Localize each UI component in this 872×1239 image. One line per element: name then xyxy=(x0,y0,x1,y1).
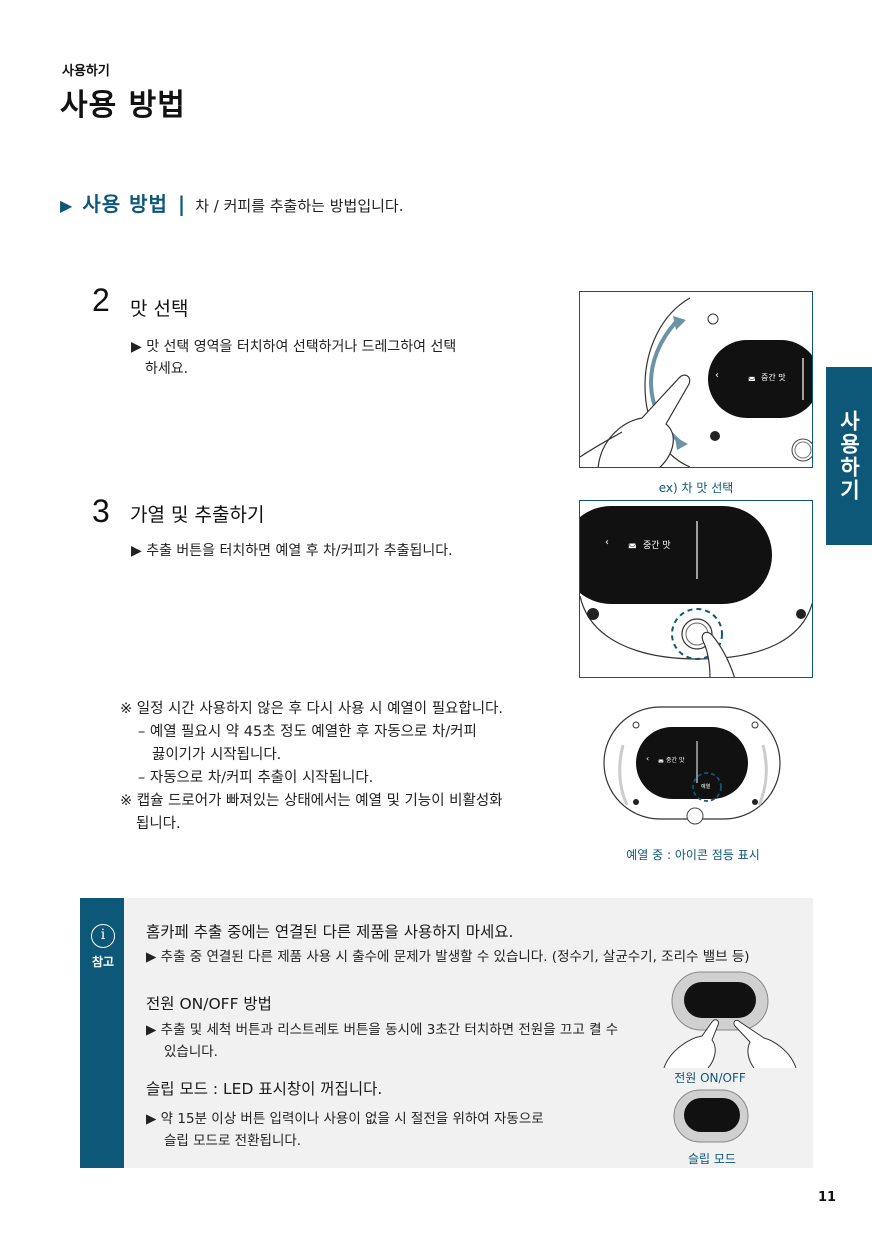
note-line: ※ 일정 시간 사용하지 않은 후 다시 사용 시 예열이 필요합니다. xyxy=(120,701,504,717)
sleep-illustration xyxy=(672,1088,752,1146)
note-line: – 자동으로 차/커피 추출이 시작됩니다. xyxy=(138,770,374,786)
note-line: – 예열 필요시 약 45초 정도 예열한 후 자동으로 차/커피 xyxy=(138,724,477,740)
image-caption: ex) 차 맛 선택 xyxy=(658,481,734,495)
category-header: 사용하기 xyxy=(62,64,110,79)
device-drawing xyxy=(580,297,812,467)
image-caption: 예열 중 : 아이콘 점등 표시 xyxy=(626,848,760,862)
device-drawing xyxy=(673,1089,749,1143)
image-caption: 전원 ON/OFF xyxy=(674,1071,746,1085)
cup-icon: ◛ xyxy=(628,539,637,549)
preheat-badge: 예열 xyxy=(701,784,711,790)
power-body: ▶ 추출 및 세척 버튼과 리스트레토 버튼을 동시에 3초간 터치하면 전원을… xyxy=(146,1022,619,1038)
brew-button-illustration: ‹ ◛ 중간 맛 xyxy=(579,500,813,678)
info-icon: i xyxy=(91,924,115,948)
page-number: 11 xyxy=(818,1190,837,1205)
sleep-body: ▶ 약 15분 이상 버튼 입력이나 사용이 없을 시 절전을 위하여 자동으로 xyxy=(146,1111,544,1127)
section-marker: ▶ xyxy=(60,196,73,215)
reference-label: 참고 xyxy=(91,955,115,969)
step-2-number: 2 xyxy=(92,282,110,318)
step-2-title: 맛 선택 xyxy=(130,298,189,320)
section-name: 사용 방법 xyxy=(82,192,168,216)
page-title: 사용 방법 xyxy=(60,88,186,123)
section-description: 차 / 커피를 추출하는 방법입니다. xyxy=(195,197,404,215)
note-line: ※ 캡슐 드로어가 빠져있는 상태에서는 예열 및 기능이 비활성화 xyxy=(120,793,503,809)
cup-icon: ◛ xyxy=(658,756,664,763)
step-3-number: 3 xyxy=(92,493,110,529)
screen-back-icon: ‹ xyxy=(646,754,650,763)
screen-taste-text: 중간 맛 xyxy=(666,757,685,764)
taste-select-illustration: ‹ ◛ 중간 맛 xyxy=(579,291,813,468)
note-line: 됩니다. xyxy=(136,816,181,832)
screen-taste-text: 중간 맛 xyxy=(643,541,671,551)
step-2-bullet: ▶ 맛 선택 영역을 터치하여 선택하거나 드레그하여 선택 xyxy=(131,339,457,355)
step-2-bullet-cont: 하세요. xyxy=(145,361,189,377)
sleep-body-cont: 슬립 모드로 전환됩니다. xyxy=(164,1133,302,1149)
reference-body: ▶ 추출 중 연결된 다른 제품 사용 시 출수에 문제가 발생할 수 있습니다… xyxy=(146,949,750,965)
power-body-cont: 있습니다. xyxy=(164,1044,218,1060)
device-drawing xyxy=(603,706,781,825)
screen-taste-text: 중간 맛 xyxy=(761,373,786,382)
device-drawing xyxy=(663,971,797,1069)
reference-title: 홈카페 추출 중에는 연결된 다른 제품을 사용하지 마세요. xyxy=(146,923,514,941)
section-heading: ▶ 사용 방법 | 차 / 커피를 추출하는 방법입니다. xyxy=(60,188,404,217)
cup-icon: ◛ xyxy=(748,372,756,381)
section-divider: | xyxy=(177,192,186,216)
screen-back-icon: ‹ xyxy=(605,537,609,548)
note-line: 끓이기가 시작됩니다. xyxy=(152,747,282,763)
preheat-illustration: ‹ ◛ 중간 맛 예열 xyxy=(603,705,783,835)
sleep-title: 슬립 모드 : LED 표시창이 꺼집니다. xyxy=(146,1080,383,1098)
power-illustration xyxy=(660,968,800,1069)
usage-notes: ※ 일정 시간 사용하지 않은 후 다시 사용 시 예열이 필요합니다. – 예… xyxy=(120,698,550,836)
device-drawing xyxy=(580,506,812,677)
step-3-title: 가열 및 추출하기 xyxy=(130,504,265,526)
side-tab-label: 사용하기 xyxy=(837,410,861,502)
screen-back-icon: ‹ xyxy=(715,370,719,381)
power-title: 전원 ON/OFF 방법 xyxy=(146,995,272,1013)
image-caption: 슬립 모드 xyxy=(688,1152,736,1166)
step-3-bullet: ▶ 추출 버튼을 터치하면 예열 후 차/커피가 추출됩니다. xyxy=(131,543,453,559)
side-chapter-tab: 사용하기 xyxy=(826,367,872,545)
